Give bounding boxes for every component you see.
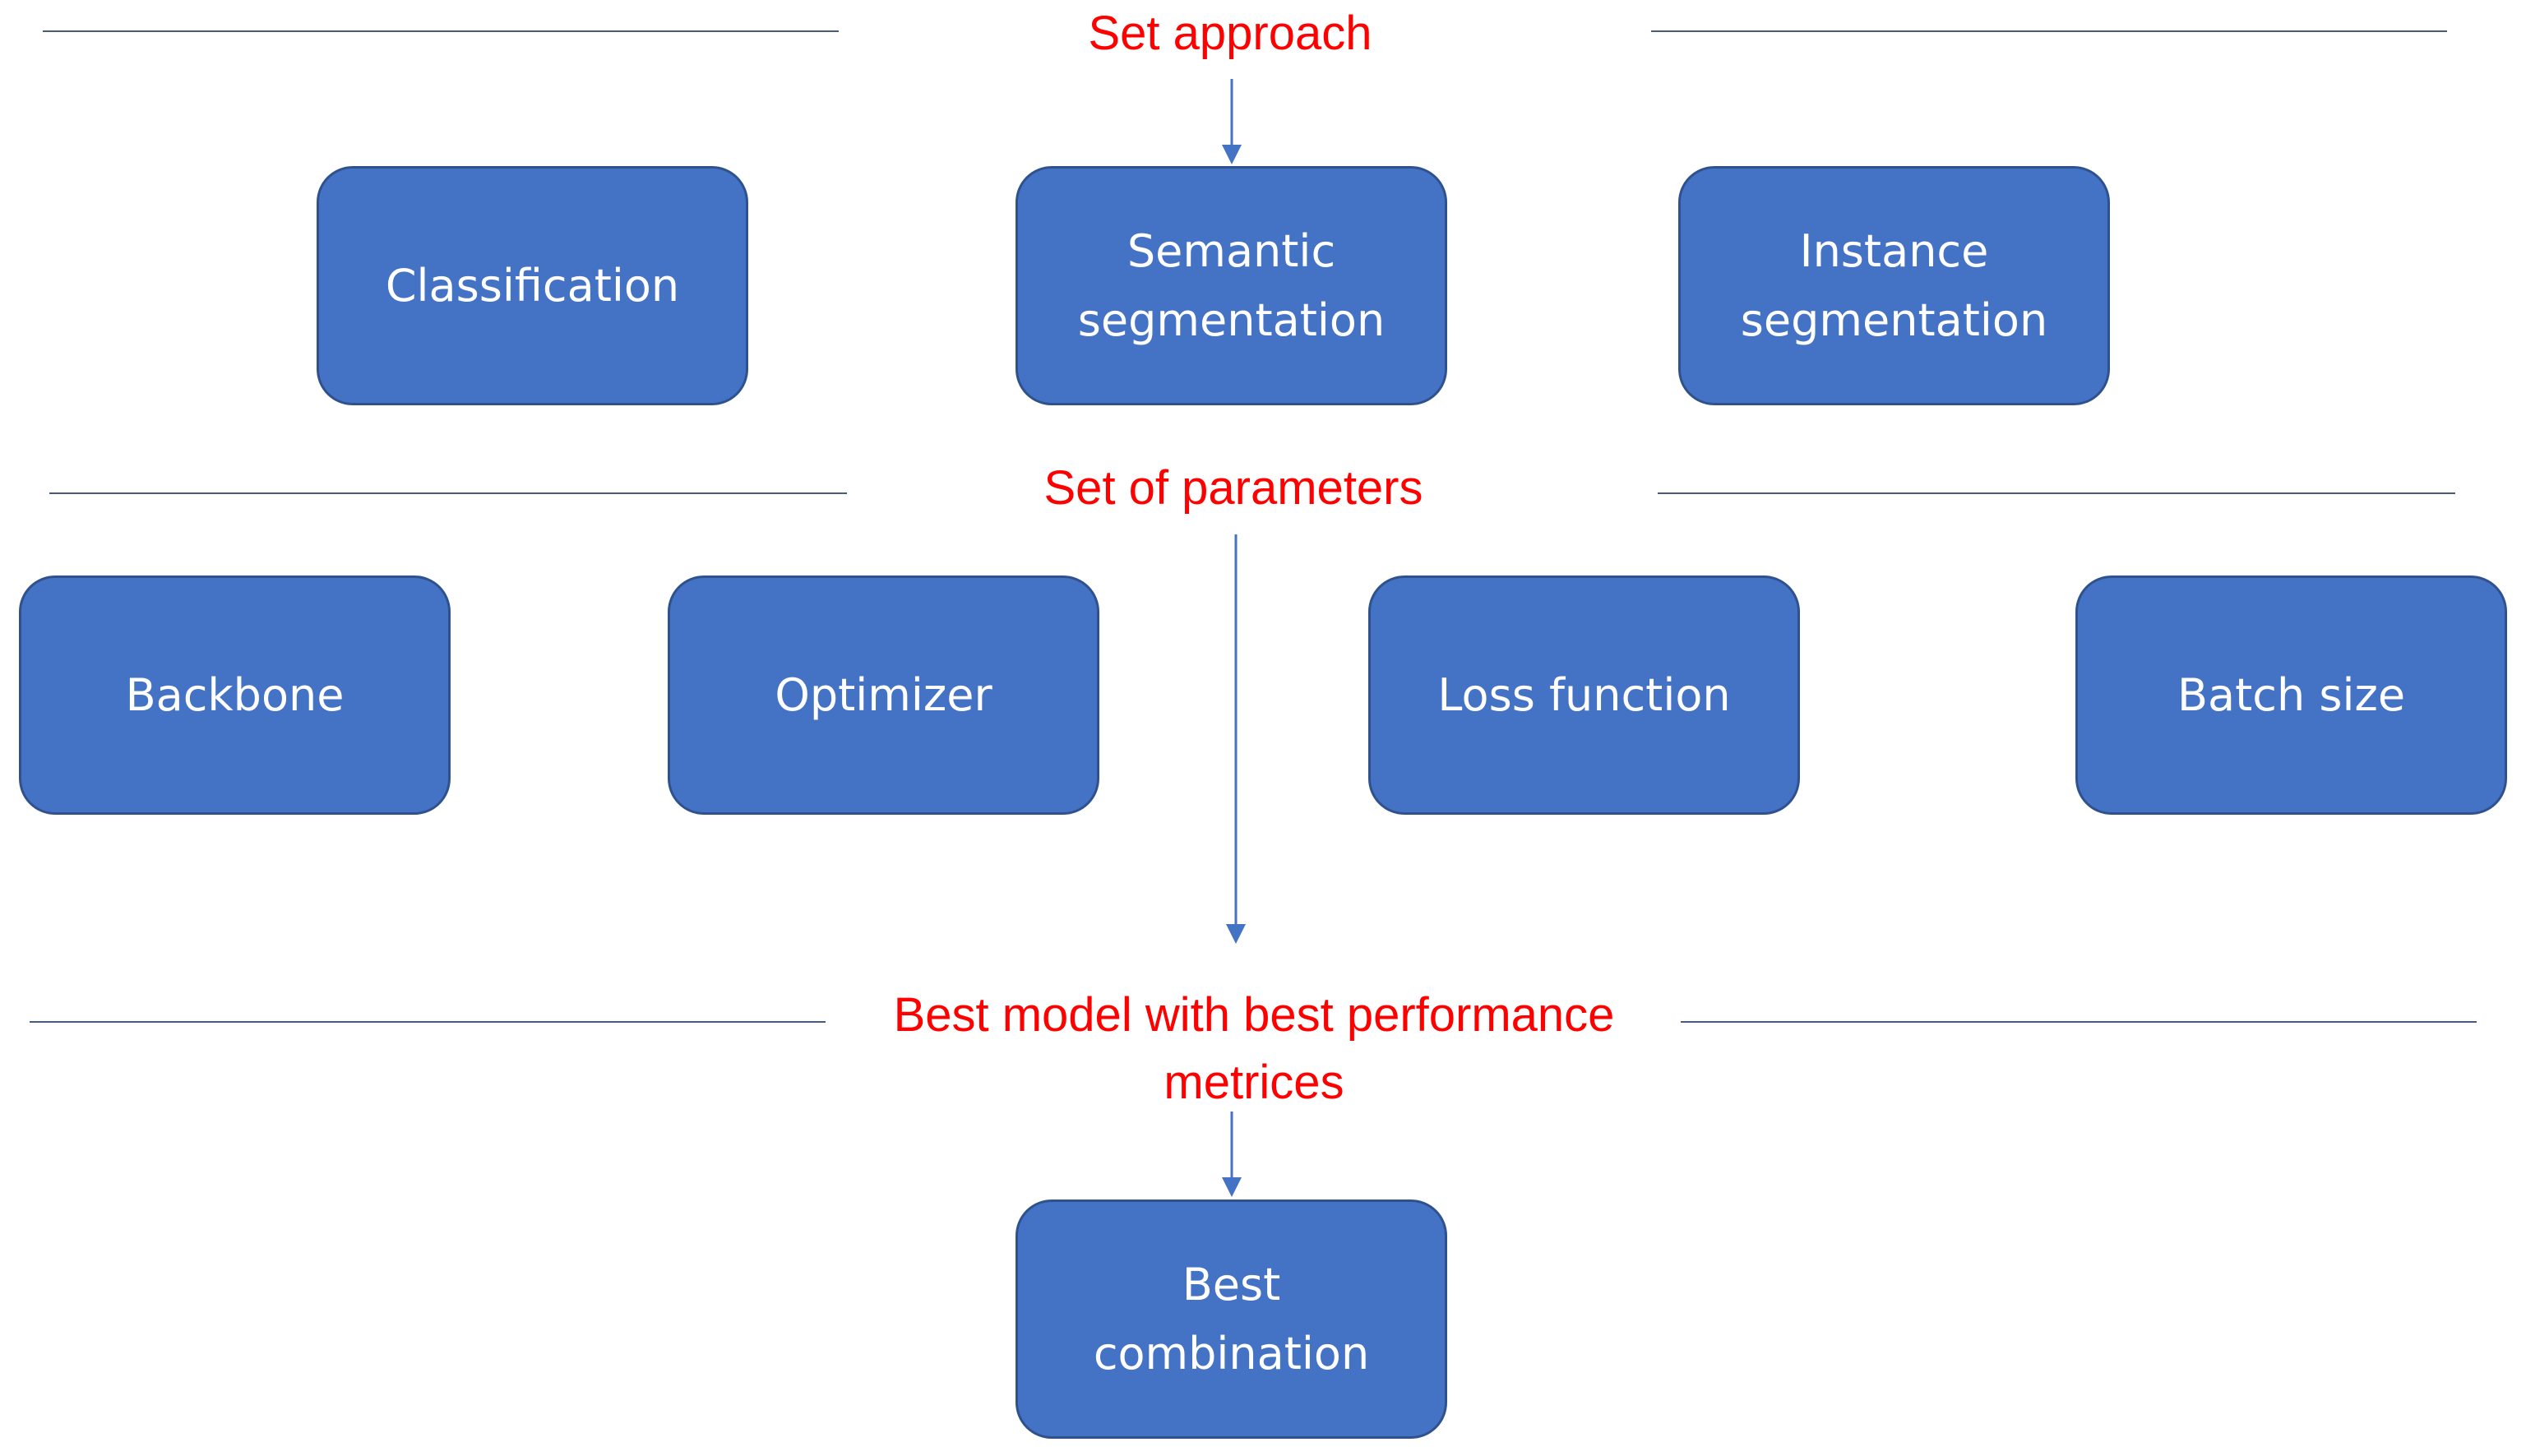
arrow-best-model-to-combination xyxy=(1222,1112,1242,1197)
approach-box-label: Classification xyxy=(385,259,680,312)
arrow-parameters-to-best-model xyxy=(1226,534,1246,944)
parameter-box-backbone: Backbone xyxy=(19,575,451,815)
heading-best-model-line1: Best model with best performance xyxy=(893,988,1615,1042)
result-box-label: combination xyxy=(1093,1327,1370,1380)
parameter-box-batch-size: Batch size xyxy=(2075,575,2507,815)
parameter-box-optimizer: Optimizer xyxy=(668,575,1099,815)
section-rule-approach-left xyxy=(43,30,839,32)
parameter-box-loss-function: Loss function xyxy=(1368,575,1800,815)
parameter-box-label: Loss function xyxy=(1437,668,1731,721)
heading-best-model-line2: metrices xyxy=(1164,1056,1344,1109)
approach-box-label: Instance xyxy=(1799,224,1989,277)
section-rule-parameters-right xyxy=(1658,492,2455,494)
parameter-box-label: Optimizer xyxy=(775,668,992,721)
heading-set-of-parameters: Set of parameters xyxy=(1043,461,1423,515)
parameter-box-label: Batch size xyxy=(2177,668,2406,721)
approach-box-instance-segmentation: Instance segmentation xyxy=(1678,166,2110,405)
approach-box-semantic-segmentation: Semantic segmentation xyxy=(1015,166,1447,405)
result-box-label: Best xyxy=(1182,1258,1281,1310)
section-rule-parameters-left xyxy=(49,492,847,494)
parameter-box-label: Backbone xyxy=(125,668,345,721)
approach-box-label: segmentation xyxy=(1740,294,2048,346)
approach-box-label: segmentation xyxy=(1077,294,1386,346)
heading-set-approach: Set approach xyxy=(1088,7,1372,60)
result-box-best-combination: Best combination xyxy=(1015,1199,1447,1439)
arrow-approach-to-semantic xyxy=(1222,79,1242,164)
approach-box-label: Semantic xyxy=(1127,224,1336,277)
section-rule-best-model-right xyxy=(1681,1021,2477,1023)
section-rule-best-model-left xyxy=(30,1021,826,1023)
section-rule-approach-right xyxy=(1651,30,2447,32)
approach-box-classification: Classification xyxy=(317,166,748,405)
